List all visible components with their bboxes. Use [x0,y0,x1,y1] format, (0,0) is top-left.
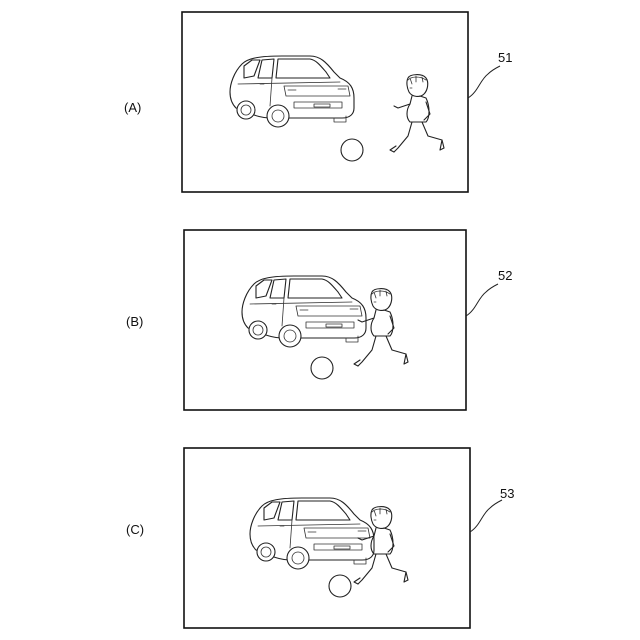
panel-a-reference-number: 51 [498,50,512,65]
ball-drawing [311,357,333,379]
panel-b-leader-line [466,284,498,316]
panel-a-label: (A) [124,100,141,115]
panel-b-label: (B) [126,314,143,329]
panel-c: (C) 53 [126,448,514,628]
panel-c-leader-line [470,500,502,532]
panel-a: (A) 51 [124,12,512,192]
ball-drawing [329,575,351,597]
panel-c-label: (C) [126,522,144,537]
panel-b: (B) 52 [126,230,512,410]
panel-b-reference-number: 52 [498,268,512,283]
ball-drawing [341,139,363,161]
panel-a-leader-line [468,66,500,98]
panel-c-reference-number: 53 [500,486,514,501]
panel-b-frame [184,230,466,410]
